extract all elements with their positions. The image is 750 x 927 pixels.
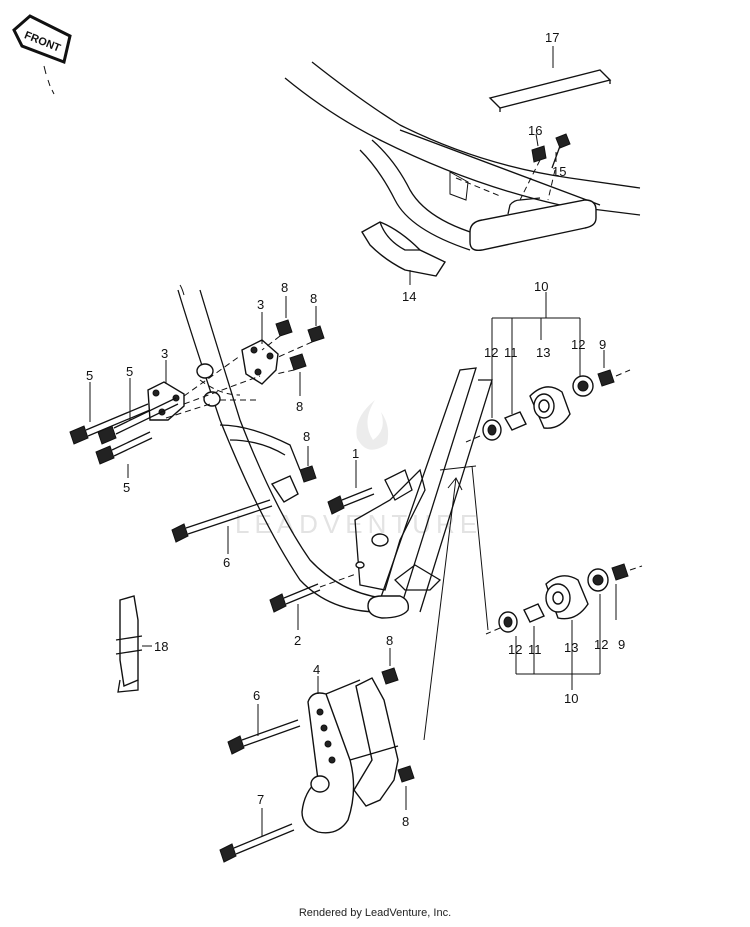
callout-2: 2 bbox=[294, 633, 301, 648]
callout-8a: 8 bbox=[281, 280, 288, 295]
callout-1: 1 bbox=[352, 446, 359, 461]
callout-13a: 13 bbox=[536, 345, 550, 360]
callout-3b: 3 bbox=[257, 297, 264, 312]
callout-5b: 5 bbox=[126, 364, 133, 379]
upper-frame bbox=[284, 61, 641, 252]
callout-17: 17 bbox=[545, 30, 559, 45]
main-frame bbox=[177, 284, 493, 619]
part-8-nuts bbox=[261, 296, 415, 810]
part-6-bolt-upper bbox=[171, 475, 299, 554]
callout-8c: 8 bbox=[296, 399, 303, 414]
callout-10a: 10 bbox=[534, 279, 548, 294]
callout-3a: 3 bbox=[161, 346, 168, 361]
callout-8e: 8 bbox=[386, 633, 393, 648]
callout-8d: 8 bbox=[303, 429, 310, 444]
callout-8f: 8 bbox=[402, 814, 409, 829]
part-2-bolt bbox=[269, 573, 357, 630]
callout-9b: 9 bbox=[618, 637, 625, 652]
part-3-plates bbox=[147, 312, 279, 421]
part-7-bolt bbox=[219, 808, 295, 863]
callout-18: 18 bbox=[154, 639, 168, 654]
callout-6b: 6 bbox=[253, 688, 260, 703]
callout-10b: 10 bbox=[564, 691, 578, 706]
part-17-pad bbox=[488, 46, 612, 112]
callout-11b: 11 bbox=[528, 642, 542, 657]
part-4-bracket bbox=[301, 676, 399, 834]
part-15-16-bolt-nut bbox=[519, 133, 571, 201]
callout-5a: 5 bbox=[86, 368, 93, 383]
lower-roller-assembly bbox=[485, 563, 643, 690]
part-5-bolts bbox=[69, 378, 179, 478]
upper-roller-assembly bbox=[465, 292, 631, 443]
callout-12c: 12 bbox=[508, 642, 522, 657]
callout-13b: 13 bbox=[564, 640, 578, 655]
callout-11a: 11 bbox=[504, 345, 518, 360]
callout-9a: 9 bbox=[599, 337, 606, 352]
callout-5c: 5 bbox=[123, 480, 130, 495]
callout-12a: 12 bbox=[484, 345, 498, 360]
footer-credit: Rendered by LeadVenture, Inc. bbox=[298, 907, 452, 919]
callout-7: 7 bbox=[257, 792, 264, 807]
callout-12d: 12 bbox=[594, 637, 608, 652]
callout-16: 16 bbox=[528, 123, 542, 138]
part-1-bolt bbox=[327, 460, 375, 515]
alignment-lines bbox=[423, 465, 489, 741]
part-14-guard bbox=[361, 221, 447, 285]
part-18-strap bbox=[115, 595, 152, 693]
callout-14: 14 bbox=[402, 289, 416, 304]
callout-labels: 1 2 3 3 4 5 5 5 6 6 7 8 8 8 8 8 8 9 9 10… bbox=[86, 30, 625, 829]
callout-6a: 6 bbox=[223, 555, 230, 570]
callout-12b: 12 bbox=[571, 337, 585, 352]
callout-8b: 8 bbox=[310, 291, 317, 306]
part-6-bolt-lower bbox=[227, 704, 301, 755]
front-arrow-icon: FRONT bbox=[12, 14, 72, 95]
callout-4: 4 bbox=[313, 662, 320, 677]
callout-15: 15 bbox=[552, 164, 566, 179]
watermark: LEADVENTURE bbox=[235, 400, 477, 539]
